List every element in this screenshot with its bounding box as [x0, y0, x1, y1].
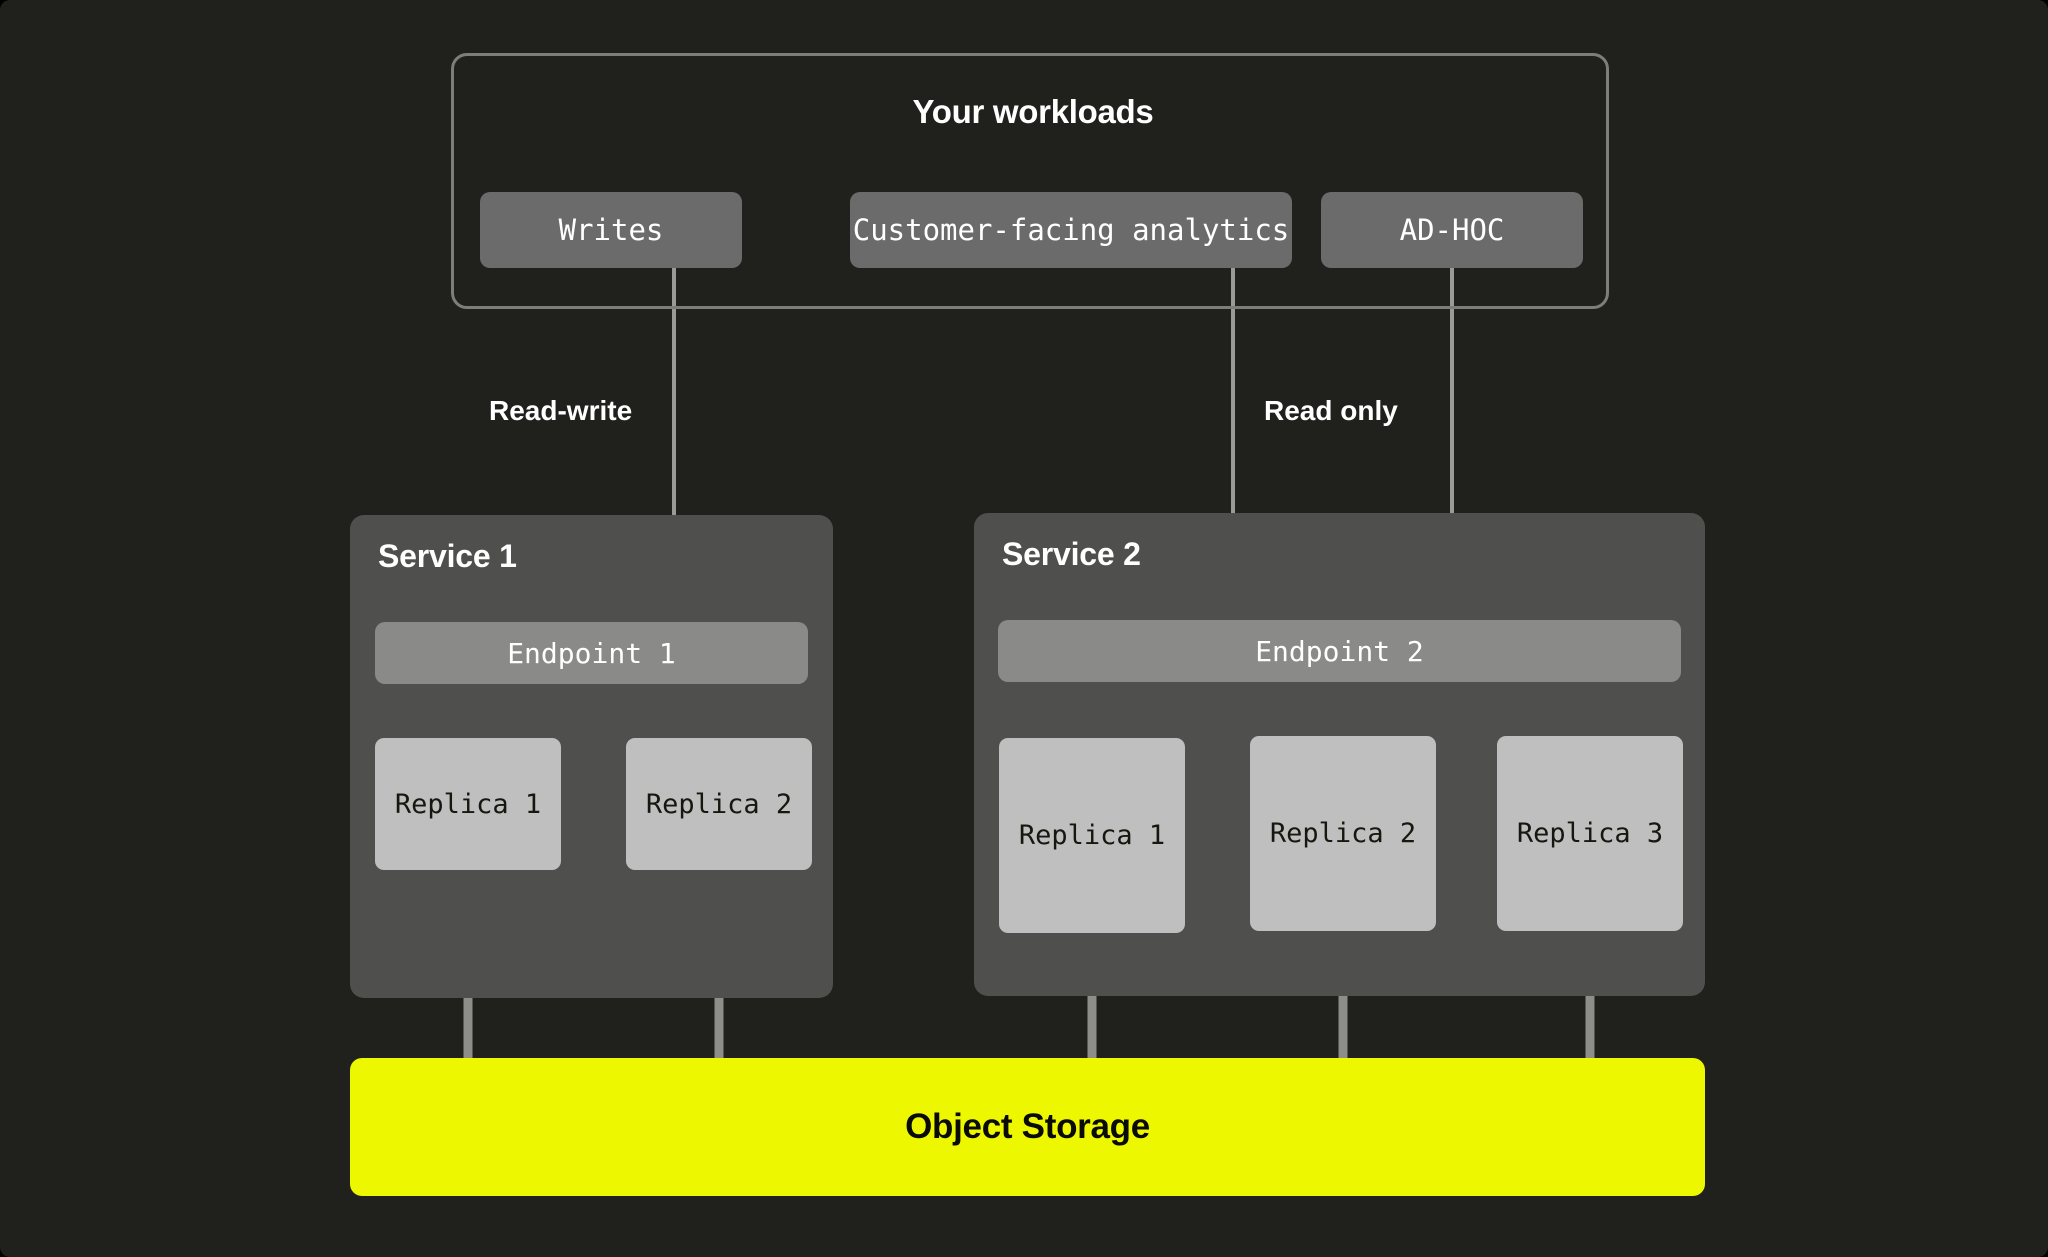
service1-replica-2[interactable]: Replica 2: [626, 738, 812, 870]
endpoint-box-2[interactable]: Endpoint 2: [998, 620, 1681, 682]
workload-pill-writes[interactable]: Writes: [480, 192, 742, 268]
endpoint-box-1[interactable]: Endpoint 1: [375, 622, 808, 684]
service2-replica-2[interactable]: Replica 2: [1250, 736, 1436, 931]
workloads-frame: Your workloads: [451, 53, 1609, 309]
service2-replica-1[interactable]: Replica 1: [999, 738, 1185, 933]
service-title-1: Service 1: [378, 538, 517, 574]
workloads-title: Your workloads: [912, 93, 1154, 130]
service2-replica-3[interactable]: Replica 3: [1497, 736, 1683, 931]
workload-pill-customer-facing-analytics[interactable]: Customer-facing analytics: [850, 192, 1292, 268]
service1-replica-1[interactable]: Replica 1: [375, 738, 561, 870]
object-storage-bar[interactable]: Object Storage: [350, 1058, 1705, 1196]
object-storage-label: Object Storage: [905, 1107, 1150, 1146]
edge-label-read-only: Read only: [1264, 395, 1398, 426]
edge-label-read-write: Read-write: [489, 395, 633, 426]
workload-pill-ad-hoc[interactable]: AD-HOC: [1321, 192, 1583, 268]
service-title-2: Service 2: [1002, 536, 1141, 572]
